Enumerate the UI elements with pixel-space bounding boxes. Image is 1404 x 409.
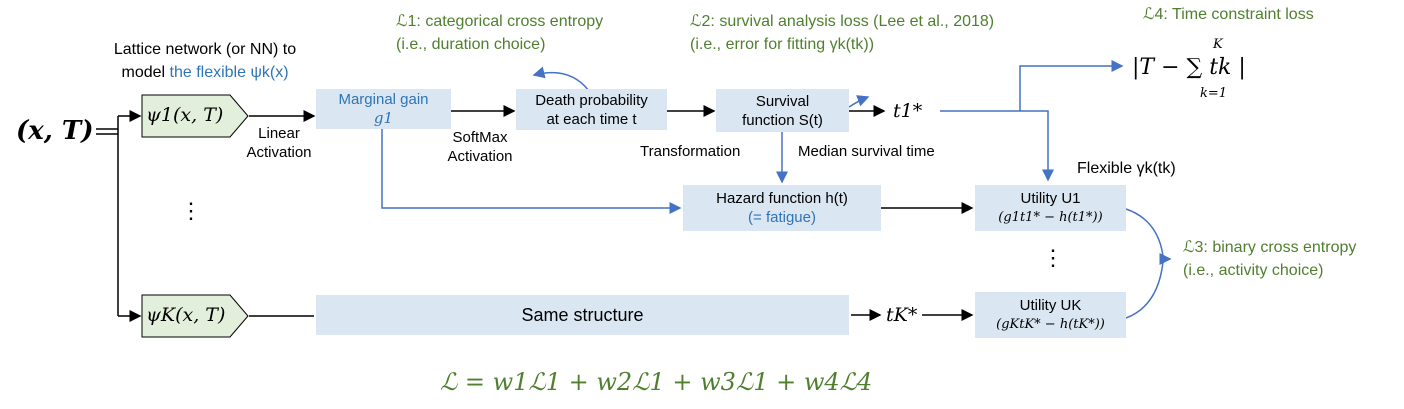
marginal-gain-line2: g1 [373,109,394,127]
psiK-node: ψK(x, T) [146,304,226,326]
marginal-gain-line1: Marginal gain [338,91,429,108]
utility1-line1: Utility U1 [1020,190,1081,207]
utilityK-line1: Utility UK [1019,297,1082,314]
L4-sum-bottom: k=1 [1200,86,1228,101]
L2-annotation: ℒ2: survival analysis loss (Lee et al., … [690,10,994,56]
vdots-right: ⋮ [1042,245,1064,270]
t1-label: t1* [893,100,923,122]
lattice-annotation: Lattice network (or NN) to model the fle… [80,38,330,84]
death-probability-box: Death probability at each time t [516,89,667,130]
psi1-node-shape [141,94,249,138]
blue-connectors [381,60,1172,319]
death-line1: Death probability [535,91,648,109]
L4-formula: |T − ∑ tk | [1132,55,1246,80]
death-line2: at each time t [546,110,637,128]
utility1-line2: (g1t1* − h(t1*)) [998,210,1103,225]
same-structure-label: Same structure [521,304,644,325]
transformation-label: Transformation [640,143,741,160]
lattice-line2: model the flexible ψk(x) [121,64,289,81]
L3-line2: (i.e., activity choice) [1183,262,1324,279]
hazard-function-box: Hazard function h(t) (= fatigue) [683,185,881,231]
utility-K-box: Utility UK (gKtK* − h(tK*)) [975,292,1126,338]
softmax-activation-label: SoftMax Activation [440,128,520,166]
marginal-gain-box: Marginal gain g1 [316,89,451,129]
same-structure-box: Same structure [316,295,849,335]
psiK-node-shape [141,294,249,338]
L1-annotation: ℒ1: categorical cross entropy (i.e., dur… [396,10,603,56]
L4-title: ℒ4: Time constraint loss [1143,6,1314,23]
survival-function-box: Survival function S(t) [716,89,849,132]
survival-line1: Survival [755,92,810,110]
L3-annotation: ℒ3: binary cross entropy (i.e., activity… [1183,236,1356,282]
input-branch-lines [96,110,142,322]
L2-line1: ℒ2: survival analysis loss (Lee et al., … [690,13,995,30]
tK-label: tK* [886,304,918,326]
hazard-line1: Hazard function h(t) [716,190,848,207]
psi1-node: ψ1(x, T) [146,104,224,126]
utilityK-line2: (gKtK* − h(tK*)) [996,317,1105,332]
linear-line1: Linear [258,125,300,142]
L3-line1: ℒ3: binary cross entropy [1183,239,1357,256]
lattice-line1: Lattice network (or NN) to [113,41,297,58]
linear-activation-label: Linear Activation [244,124,314,162]
softmax-line2: Activation [447,148,513,165]
L4-sum-top: K [1213,37,1223,52]
utility-1-box: Utility U1 (g1t1* − h(t1*)) [975,185,1126,231]
flexible-gamma-label: Flexible γk(tk) [1077,160,1176,177]
linear-line2: Activation [246,144,312,161]
input-label: (x, T) [16,116,94,146]
vdots-left: ⋮ [180,198,202,223]
total-loss-formula: ℒ = w1ℒ1 + w2ℒ1 + w3ℒ1 + w4ℒ4 [440,368,873,396]
softmax-line1: SoftMax [452,129,508,146]
survival-line2: function S(t) [742,111,823,129]
L2-line2: (i.e., error for fitting γk(tk)) [690,36,875,53]
L1-line1: ℒ1: categorical cross entropy [396,13,604,30]
hazard-line2: (= fatigue) [748,209,816,226]
L1-line2: (i.e., duration choice) [396,36,546,53]
lattice-line2-blue: the flexible ψk(x) [169,64,289,81]
median-survival-label: Median survival time [798,143,935,160]
